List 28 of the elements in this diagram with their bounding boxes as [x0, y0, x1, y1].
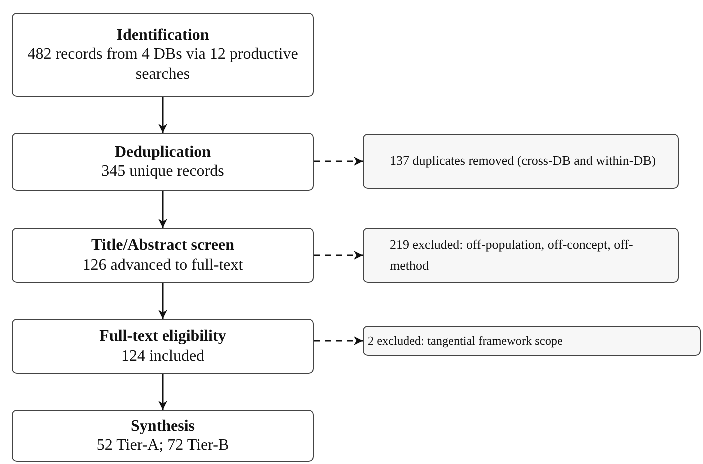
arrow	[158, 283, 168, 319]
box-heading: Identification	[116, 26, 210, 46]
box-text: 219 excluded: off-population, off-concept, off-method	[390, 236, 634, 274]
arrow	[314, 157, 363, 166]
box-heading: Title/Abstract screen	[90, 236, 236, 256]
box-text: 137 duplicates removed (cross-DB and within-DB)	[390, 152, 658, 170]
exclusion-box	[363, 228, 679, 283]
process-box	[12, 13, 314, 97]
box-heading: Deduplication	[114, 142, 212, 162]
box-text: 2 excluded: tangential framework scope	[368, 332, 564, 350]
box-text: 124 included	[120, 346, 206, 366]
arrow	[158, 191, 168, 228]
arrow	[158, 374, 168, 410]
box-text: 52 Tier-A; 72 Tier-B	[96, 436, 230, 456]
box-text: 345 unique records	[100, 162, 226, 182]
process-box	[12, 133, 314, 191]
box-text: 482 records from 4 DBs via 12 productive searches	[26, 45, 300, 84]
arrow	[314, 336, 363, 346]
arrow	[314, 251, 363, 260]
box-text: 126 advanced to full-text	[82, 256, 244, 275]
arrow	[158, 97, 168, 133]
process-box	[12, 319, 314, 374]
process-box	[12, 228, 314, 283]
exclusion-box	[363, 134, 679, 189]
box-heading: Synthesis	[130, 416, 196, 436]
process-box	[12, 410, 314, 462]
box-heading: Full-text eligibility	[98, 327, 228, 346]
exclusion-box	[363, 326, 701, 356]
